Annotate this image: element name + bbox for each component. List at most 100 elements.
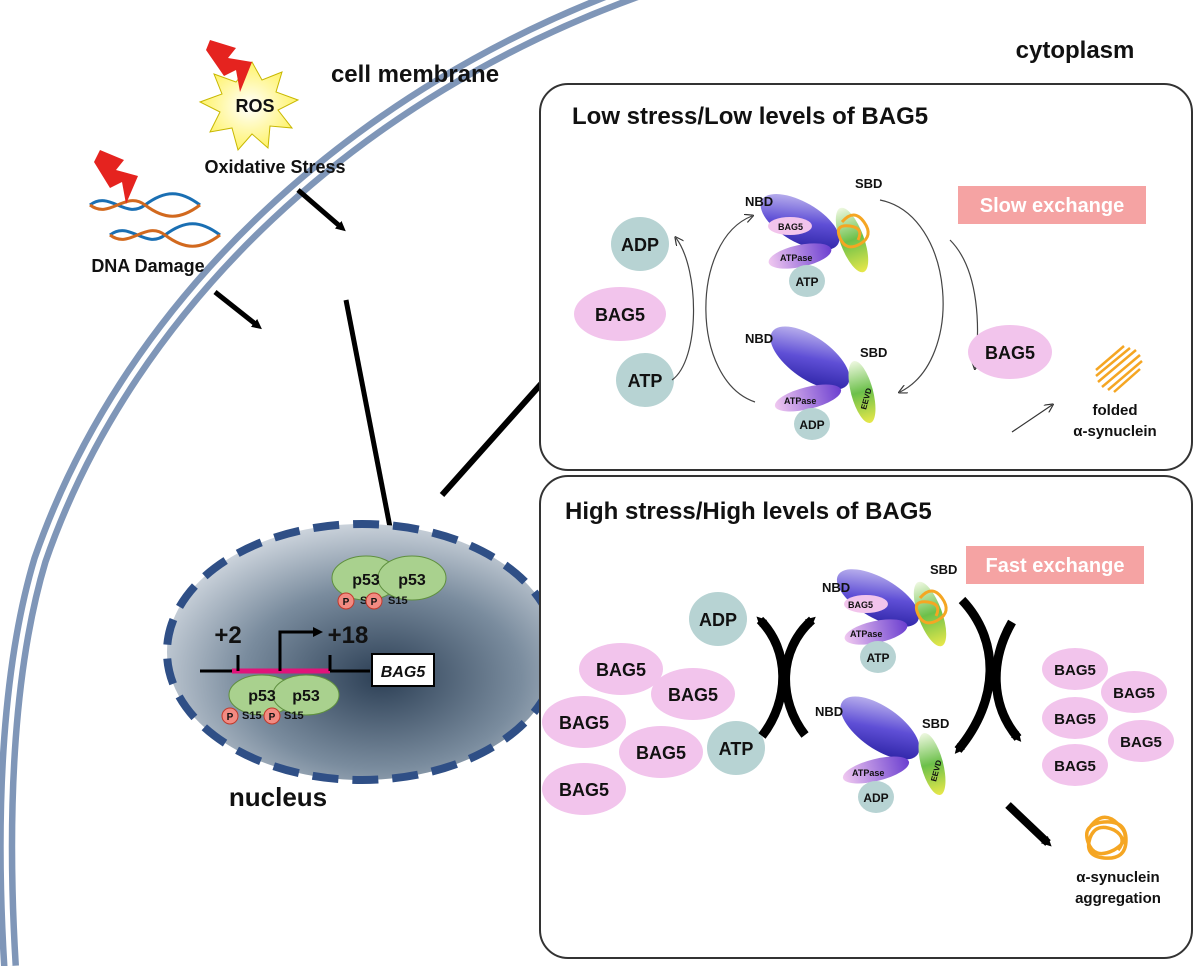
- folded-label: folded: [1093, 402, 1138, 419]
- lightning-icon: [206, 40, 252, 92]
- sbd-label: SBD: [930, 562, 957, 577]
- sbd-label: SBD: [860, 345, 887, 360]
- oxidative-stress-label: Oxidative Stress: [204, 157, 345, 177]
- p53-label: p53: [398, 572, 426, 589]
- bag5-small-label: BAG5: [778, 222, 803, 232]
- bag5-node: [968, 325, 1052, 379]
- nucleus-label: nucleus: [229, 782, 327, 812]
- bag5-label: BAG5: [1054, 758, 1096, 775]
- bag5-small-label: BAG5: [848, 600, 873, 610]
- bag5-gene-label: BAG5: [381, 664, 427, 681]
- nbd-label: NBD: [815, 704, 843, 719]
- cell-membrane: [0, 0, 639, 966]
- adp-node: [689, 592, 747, 646]
- dna-damage-label: DNA Damage: [91, 256, 204, 276]
- cycle-arrow: [954, 596, 995, 754]
- cycle-arrow: [781, 616, 816, 738]
- cycle-arrow: [705, 216, 756, 403]
- bag5-label: BAG5: [636, 743, 686, 763]
- low-stress-title: Low stress/Low levels of BAG5: [572, 103, 928, 130]
- phospho-label: P: [343, 597, 350, 608]
- s15-label: S15: [388, 595, 408, 607]
- adp-label: ADP: [621, 235, 659, 255]
- arrow-to-p53: [343, 299, 399, 558]
- atp-small-label: ATP: [866, 651, 889, 665]
- atp-label: ATP: [719, 739, 754, 759]
- atp-node: [616, 353, 674, 407]
- exchange-arrow: [671, 238, 695, 381]
- bag5-label: BAG5: [559, 780, 609, 800]
- bag5-cluster-right: [1042, 648, 1174, 786]
- promoter-line: [200, 627, 370, 674]
- atp-small-label: ATP: [795, 275, 818, 289]
- bag5-label: BAG5: [595, 305, 645, 325]
- tss-plus18-label: +18: [328, 622, 369, 649]
- release-arrow: [991, 619, 1022, 742]
- bag5-gene-box: [371, 653, 435, 687]
- bag5-cluster-left: [542, 643, 735, 815]
- atp-label: ATP: [628, 371, 663, 391]
- p53-dimer-top: [331, 555, 447, 601]
- fast-exchange-badge: [966, 546, 1144, 584]
- nbd-label: NBD: [745, 331, 773, 346]
- sbd-label: SBD: [855, 176, 882, 191]
- bag5-label: BAG5: [1113, 685, 1155, 702]
- slow-exchange-badge: [958, 186, 1146, 224]
- bag5-label: BAG5: [1120, 734, 1162, 751]
- atp-node: [789, 265, 825, 297]
- phospho-label: P: [227, 712, 234, 723]
- s15-label: S15: [242, 710, 262, 722]
- atpase-label: ATPase: [784, 396, 816, 406]
- bag5-label: BAG5: [668, 685, 718, 705]
- folded-synuclein-icon: [1095, 345, 1143, 393]
- s15-label: S15: [284, 710, 304, 722]
- phospho-label: P: [269, 712, 276, 723]
- cell-membrane-label: cell membrane: [331, 61, 499, 88]
- slow-exchange-label: Slow exchange: [980, 195, 1125, 217]
- adp-node: [858, 781, 894, 813]
- bag5-node: [574, 287, 666, 341]
- p53-dimer-bottom: [228, 674, 340, 716]
- high-stress-title: High stress/High levels of BAG5: [565, 498, 932, 525]
- bag5-label: BAG5: [1054, 711, 1096, 728]
- synuclein-aggregate-icon: [1085, 815, 1128, 860]
- phospho-icon: [365, 592, 383, 610]
- synuclein-label: α-synuclein: [1076, 869, 1159, 886]
- atpase-label: ATPase: [850, 629, 882, 639]
- phospho-icon: [221, 707, 239, 725]
- adp-node: [794, 408, 830, 440]
- atp-node: [860, 641, 896, 673]
- lightning-icon: [94, 150, 138, 204]
- folded-synuclein-label: α-synuclein: [1073, 423, 1156, 440]
- atpase-label: ATPase: [780, 253, 812, 263]
- aggregation-arrow: [1005, 802, 1052, 847]
- bag5-label: BAG5: [1054, 662, 1096, 679]
- adp-node: [611, 217, 669, 271]
- hsp70-complex-bottom: [840, 696, 946, 796]
- phospho-icon: [263, 707, 281, 725]
- p53-label: p53: [352, 572, 380, 589]
- arrow-oxidative-to-membrane: [296, 188, 346, 232]
- bag5-label: BAG5: [985, 343, 1035, 363]
- arrow-dna-to-membrane: [213, 290, 262, 330]
- atpase-label: ATPase: [852, 768, 884, 778]
- cycle-arrow: [879, 199, 944, 392]
- dna-helix-icon: [89, 192, 221, 248]
- folding-arrow: [1011, 405, 1052, 433]
- hsp70-complex-bottom: [770, 326, 876, 424]
- nbd-label: NBD: [745, 194, 773, 209]
- fast-exchange-label: Fast exchange: [986, 555, 1125, 577]
- p53-label: p53: [248, 688, 276, 705]
- ros-label: ROS: [235, 96, 274, 116]
- bag5-label: BAG5: [559, 713, 609, 733]
- aggregation-label: aggregation: [1075, 890, 1161, 907]
- atp-node: [707, 721, 765, 775]
- tss-plus2-label: +2: [214, 622, 241, 649]
- p53-label: p53: [292, 688, 320, 705]
- bag5-label: BAG5: [596, 660, 646, 680]
- adp-small-label: ADP: [799, 418, 824, 432]
- ros-burst: [198, 61, 300, 152]
- phospho-label: P: [371, 597, 378, 608]
- hsp70-complex-top: [836, 569, 948, 647]
